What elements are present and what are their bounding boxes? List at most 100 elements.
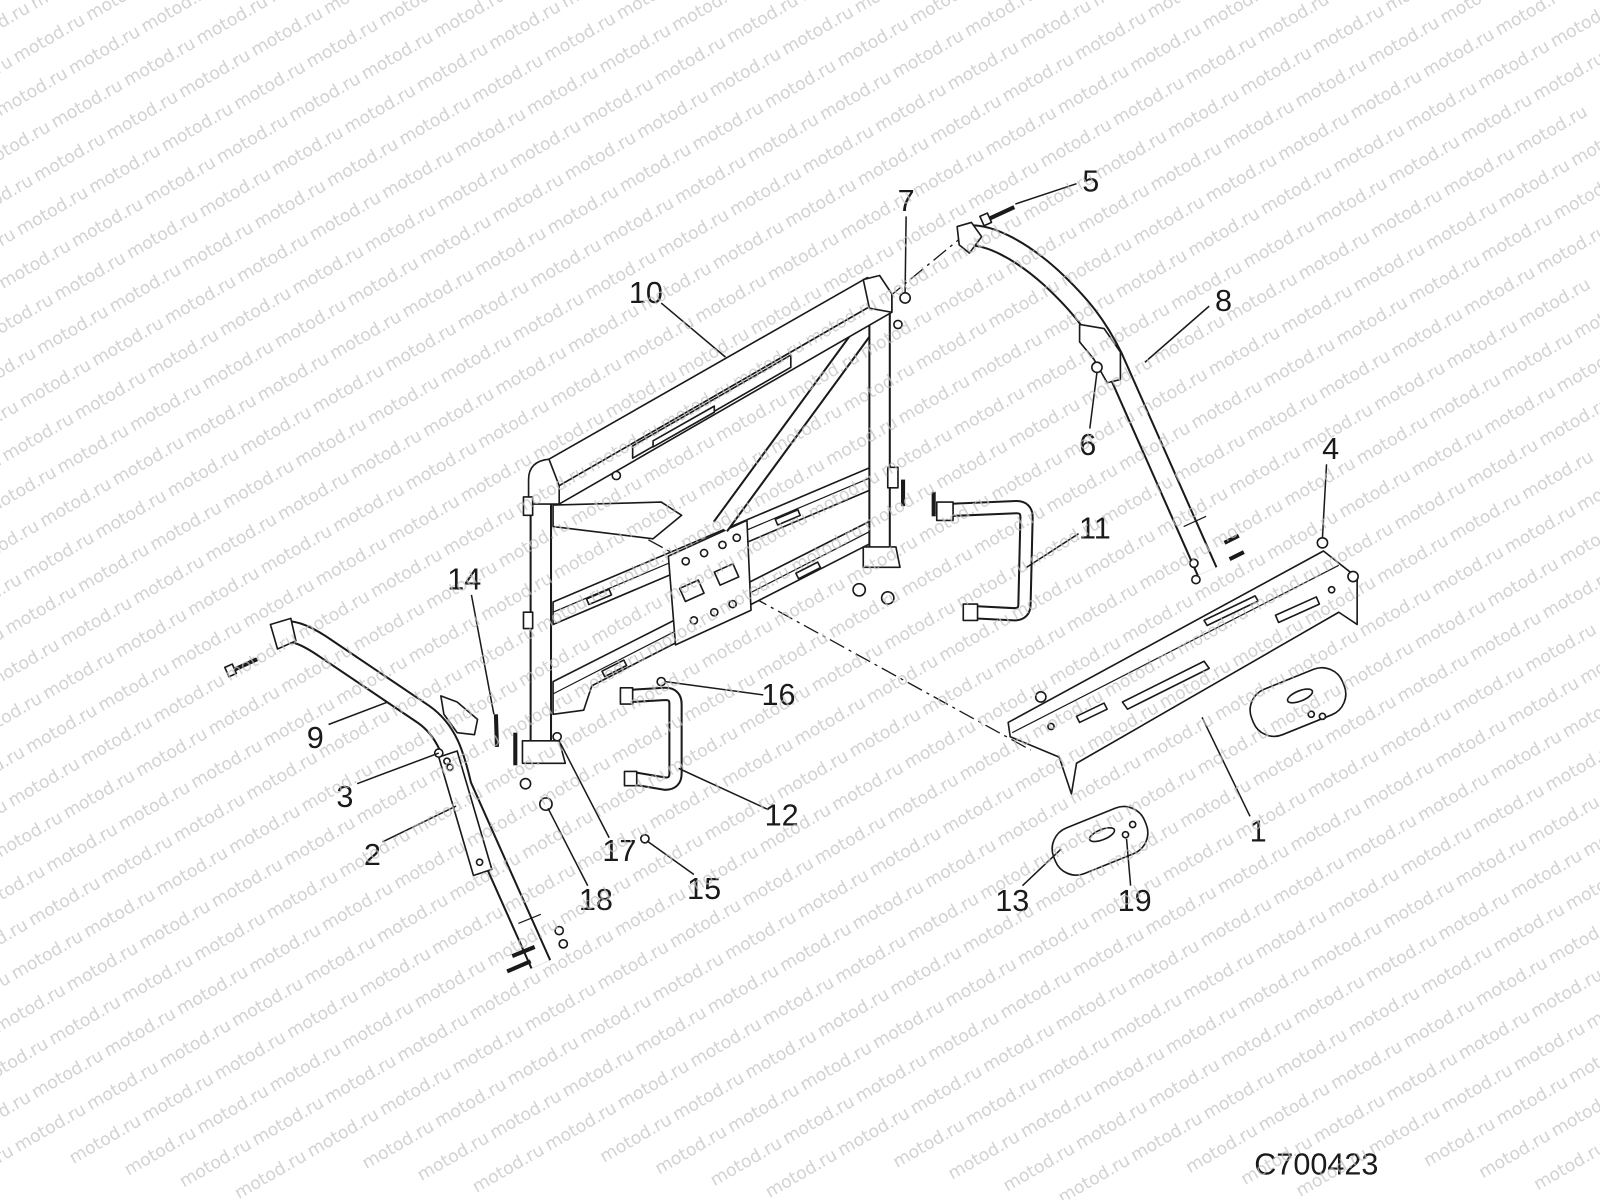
leader-12 (678, 767, 768, 810)
frame-side-brace (552, 501, 683, 540)
callout-1: 1 (1250, 815, 1267, 849)
plate-hole (718, 540, 727, 550)
watermark-text: motod.ru (1385, 132, 1464, 189)
watermark-text: motod.ru (440, 503, 519, 560)
rear-panel-hole (1047, 722, 1055, 731)
part-10-rear-frame (521, 274, 901, 765)
watermark-text: motod.ru (814, 985, 893, 1042)
watermark-text: motod.ru (1562, 858, 1600, 915)
watermark-text: motod.ru (167, 617, 246, 674)
watermark-text: motod.ru (1457, 90, 1536, 147)
watermark-text: motod.ru (1530, 48, 1600, 105)
roll-bar-9-joint (518, 913, 542, 925)
watermark-text: motod.ru (1402, 78, 1481, 135)
watermark-text: motod.ru (706, 44, 785, 101)
part-8-right-roll-bar (957, 221, 1207, 571)
watermark-text: motod.ru (471, 223, 550, 280)
watermark-text: motod.ru (1536, 394, 1600, 451)
figure-id: C700423 (1254, 1147, 1378, 1181)
watermark-text: motod.ru (1539, 566, 1600, 623)
watermark-text: motod.ru (915, 490, 994, 547)
watermark-text: motod.ru (132, 724, 211, 781)
watermark-text: motod.ru (40, 647, 119, 704)
watermark-text: motod.ru (1222, 269, 1301, 326)
watermark-text: motod.ru (176, 1135, 255, 1192)
watermark-text: motod.ru (692, 271, 771, 328)
watermark-text: motod.ru (399, 265, 478, 322)
watermark-text: motod.ru (460, 622, 539, 679)
watermark-text: motod.ru (375, 0, 454, 31)
watermark-text: motod.ru (254, 349, 333, 406)
watermark-text: motod.ru (144, 325, 223, 382)
watermark-text: motod.ru (213, 111, 292, 168)
watermark-text: motod.ru (98, 832, 177, 889)
watermark-text: motod.ru (173, 962, 252, 1019)
roll-bar-9-outline (278, 631, 541, 964)
watermark-text: motod.ru (926, 91, 1005, 148)
watermark-text: motod.ru (85, 141, 164, 198)
watermark-text: motod.ru (1208, 496, 1287, 553)
watermark-text: motod.ru (791, 693, 870, 750)
watermark-text: motod.ru (744, 110, 823, 167)
watermark-text: motod.ru (184, 563, 263, 620)
watermark-text: motod.ru (251, 176, 330, 233)
watermark-text: motod.ru (1420, 1114, 1499, 1171)
watermark-text: motod.ru (1463, 435, 1542, 492)
watermark-text: motod.ru (1490, 900, 1569, 957)
watermark-text: motod.ru (1455, 1007, 1534, 1064)
watermark-text: motod.ru (22, 701, 101, 758)
nut-3 (443, 757, 451, 766)
watermark-text: motod.ru (0, 689, 46, 746)
watermark-text: motod.ru (205, 682, 284, 739)
nut (1188, 558, 1199, 569)
part-9-left-roll-bar (270, 617, 542, 964)
watermark-text: motod.ru (619, 312, 698, 369)
watermark-text: motod.ru (1292, 55, 1371, 112)
watermark-text: motod.ru (869, 996, 948, 1053)
watermark-text: motod.ru (1107, 990, 1186, 1047)
watermark-text: motod.ru (304, 1105, 383, 1162)
watermark-text: motod.ru (0, 1088, 35, 1145)
watermark-text: motod.ru (1330, 120, 1409, 177)
watermark-text: motod.ru (11, 1100, 90, 1157)
watermark-text: motod.ru (1315, 347, 1394, 404)
watermark-text: motod.ru (898, 544, 977, 601)
leader-19 (1125, 838, 1132, 886)
watermark-text: motod.ru (773, 747, 852, 804)
watermark-text: motod.ru (92, 486, 171, 543)
watermark-text: motod.ru (326, 307, 405, 364)
watermark-text: motod.ru (1580, 804, 1600, 861)
watermark-text: motod.ru (0, 1034, 52, 1091)
watermark-text: motod.ru (451, 104, 530, 161)
watermark-text: motod.ru (1521, 620, 1600, 677)
watermark-text: motod.ru (0, 808, 66, 865)
watermark-text: motod.ru (0, 451, 5, 508)
watermark-text: motod.ru (680, 669, 759, 726)
watermark-text: motod.ru (1310, 1091, 1389, 1148)
watermark-text: motod.ru (57, 593, 136, 650)
watermark-text: motod.ru (492, 342, 571, 399)
watermark-text: motod.ru (964, 157, 1043, 214)
watermark-text: motod.ru (361, 200, 440, 257)
watermark-text: motod.ru (1545, 912, 1600, 969)
watermark-text: motod.ru (0, 463, 60, 520)
watermark-text: motod.ru (202, 510, 281, 567)
watermark-text: motod.ru (906, 0, 985, 30)
watermark-text: motod.ru (999, 50, 1078, 107)
callout-3: 3 (336, 780, 353, 814)
nut (880, 591, 895, 605)
watermark-text: motod.ru (846, 705, 925, 762)
watermark-text: motod.ru (689, 98, 768, 155)
watermark-text: motod.ru (561, 128, 640, 185)
leader-1 (1201, 717, 1251, 817)
bolt (511, 945, 536, 959)
part-11-grab-handle (937, 502, 1027, 620)
watermark-text: motod.ru (1090, 1043, 1169, 1100)
watermark-text: motod.ru (982, 103, 1061, 160)
frame-left-foot (521, 740, 567, 765)
watermark-text: motod.ru (1014, 913, 1093, 970)
watermark-text: motod.ru (1432, 715, 1511, 772)
watermark-text: motod.ru (339, 998, 418, 1055)
crossmember-slot (585, 588, 613, 606)
watermark-text: motod.ru (1255, 1079, 1334, 1136)
